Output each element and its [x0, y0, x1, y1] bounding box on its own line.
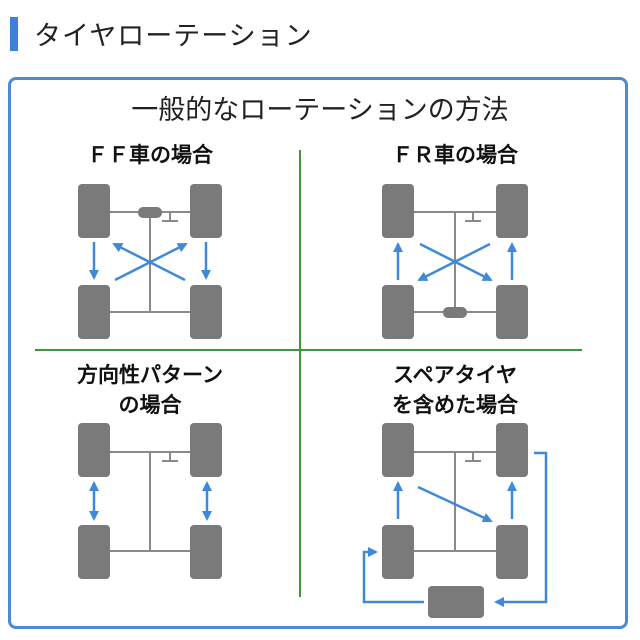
spare-label: スペアタイヤ を含めた場合	[345, 360, 565, 420]
spare-tire	[428, 586, 484, 618]
panel-heading: 一般的なローテーションの方法	[131, 95, 509, 126]
directional-tire-front-right	[190, 423, 222, 477]
directional-label-line2: の場合	[118, 393, 182, 417]
spare-tire-front-left	[382, 423, 414, 477]
spare-tire-rear-right	[496, 525, 528, 579]
ff-tire-rear-right	[190, 285, 222, 339]
fr-tire-rear-right	[496, 285, 528, 339]
directional-tire-front-left	[78, 423, 110, 477]
page-title: タイヤローテーション	[34, 21, 313, 52]
ff-tire-front-right	[190, 184, 222, 238]
spare-chassis	[414, 451, 496, 552]
fr-tire-front-left	[382, 184, 414, 238]
fr-arrow-cross-to-rear-left	[417, 242, 491, 282]
spare-label-line1: スペアタイヤ	[393, 363, 517, 387]
spare-arrow-diagonal	[417, 485, 493, 523]
ff-differential	[138, 207, 162, 218]
title-accent-bar	[10, 17, 18, 51]
spare-diagram	[362, 423, 548, 618]
fr-diagram	[382, 184, 528, 339]
fr-tire-front-right	[496, 184, 528, 238]
spare-arrow-front-right-to-spare	[494, 451, 548, 607]
directional-tire-rear-left	[78, 525, 110, 579]
spare-label-line2: を含めた場合	[392, 393, 518, 417]
ff-diagram	[78, 184, 222, 339]
directional-diagram	[78, 423, 222, 579]
spare-arrow-spare-to-rear-left	[362, 547, 424, 604]
fr-tire-rear-left	[382, 285, 414, 339]
ff-tire-rear-left	[78, 285, 110, 339]
ff-label: ＦＦ車の場合	[87, 143, 213, 167]
directional-label: 方向性パターン の場合	[40, 360, 260, 420]
fr-label: ＦＲ車の場合	[392, 143, 518, 167]
spare-tire-front-right	[496, 423, 528, 477]
fr-differential	[443, 307, 467, 318]
ff-tire-front-left	[78, 184, 110, 238]
directional-label-line1: 方向性パターン	[77, 363, 223, 387]
spare-tire-rear-left	[382, 525, 414, 579]
directional-chassis	[110, 451, 190, 552]
ff-arrow-cross-to-front-left	[112, 242, 186, 282]
directional-tire-rear-right	[190, 525, 222, 579]
